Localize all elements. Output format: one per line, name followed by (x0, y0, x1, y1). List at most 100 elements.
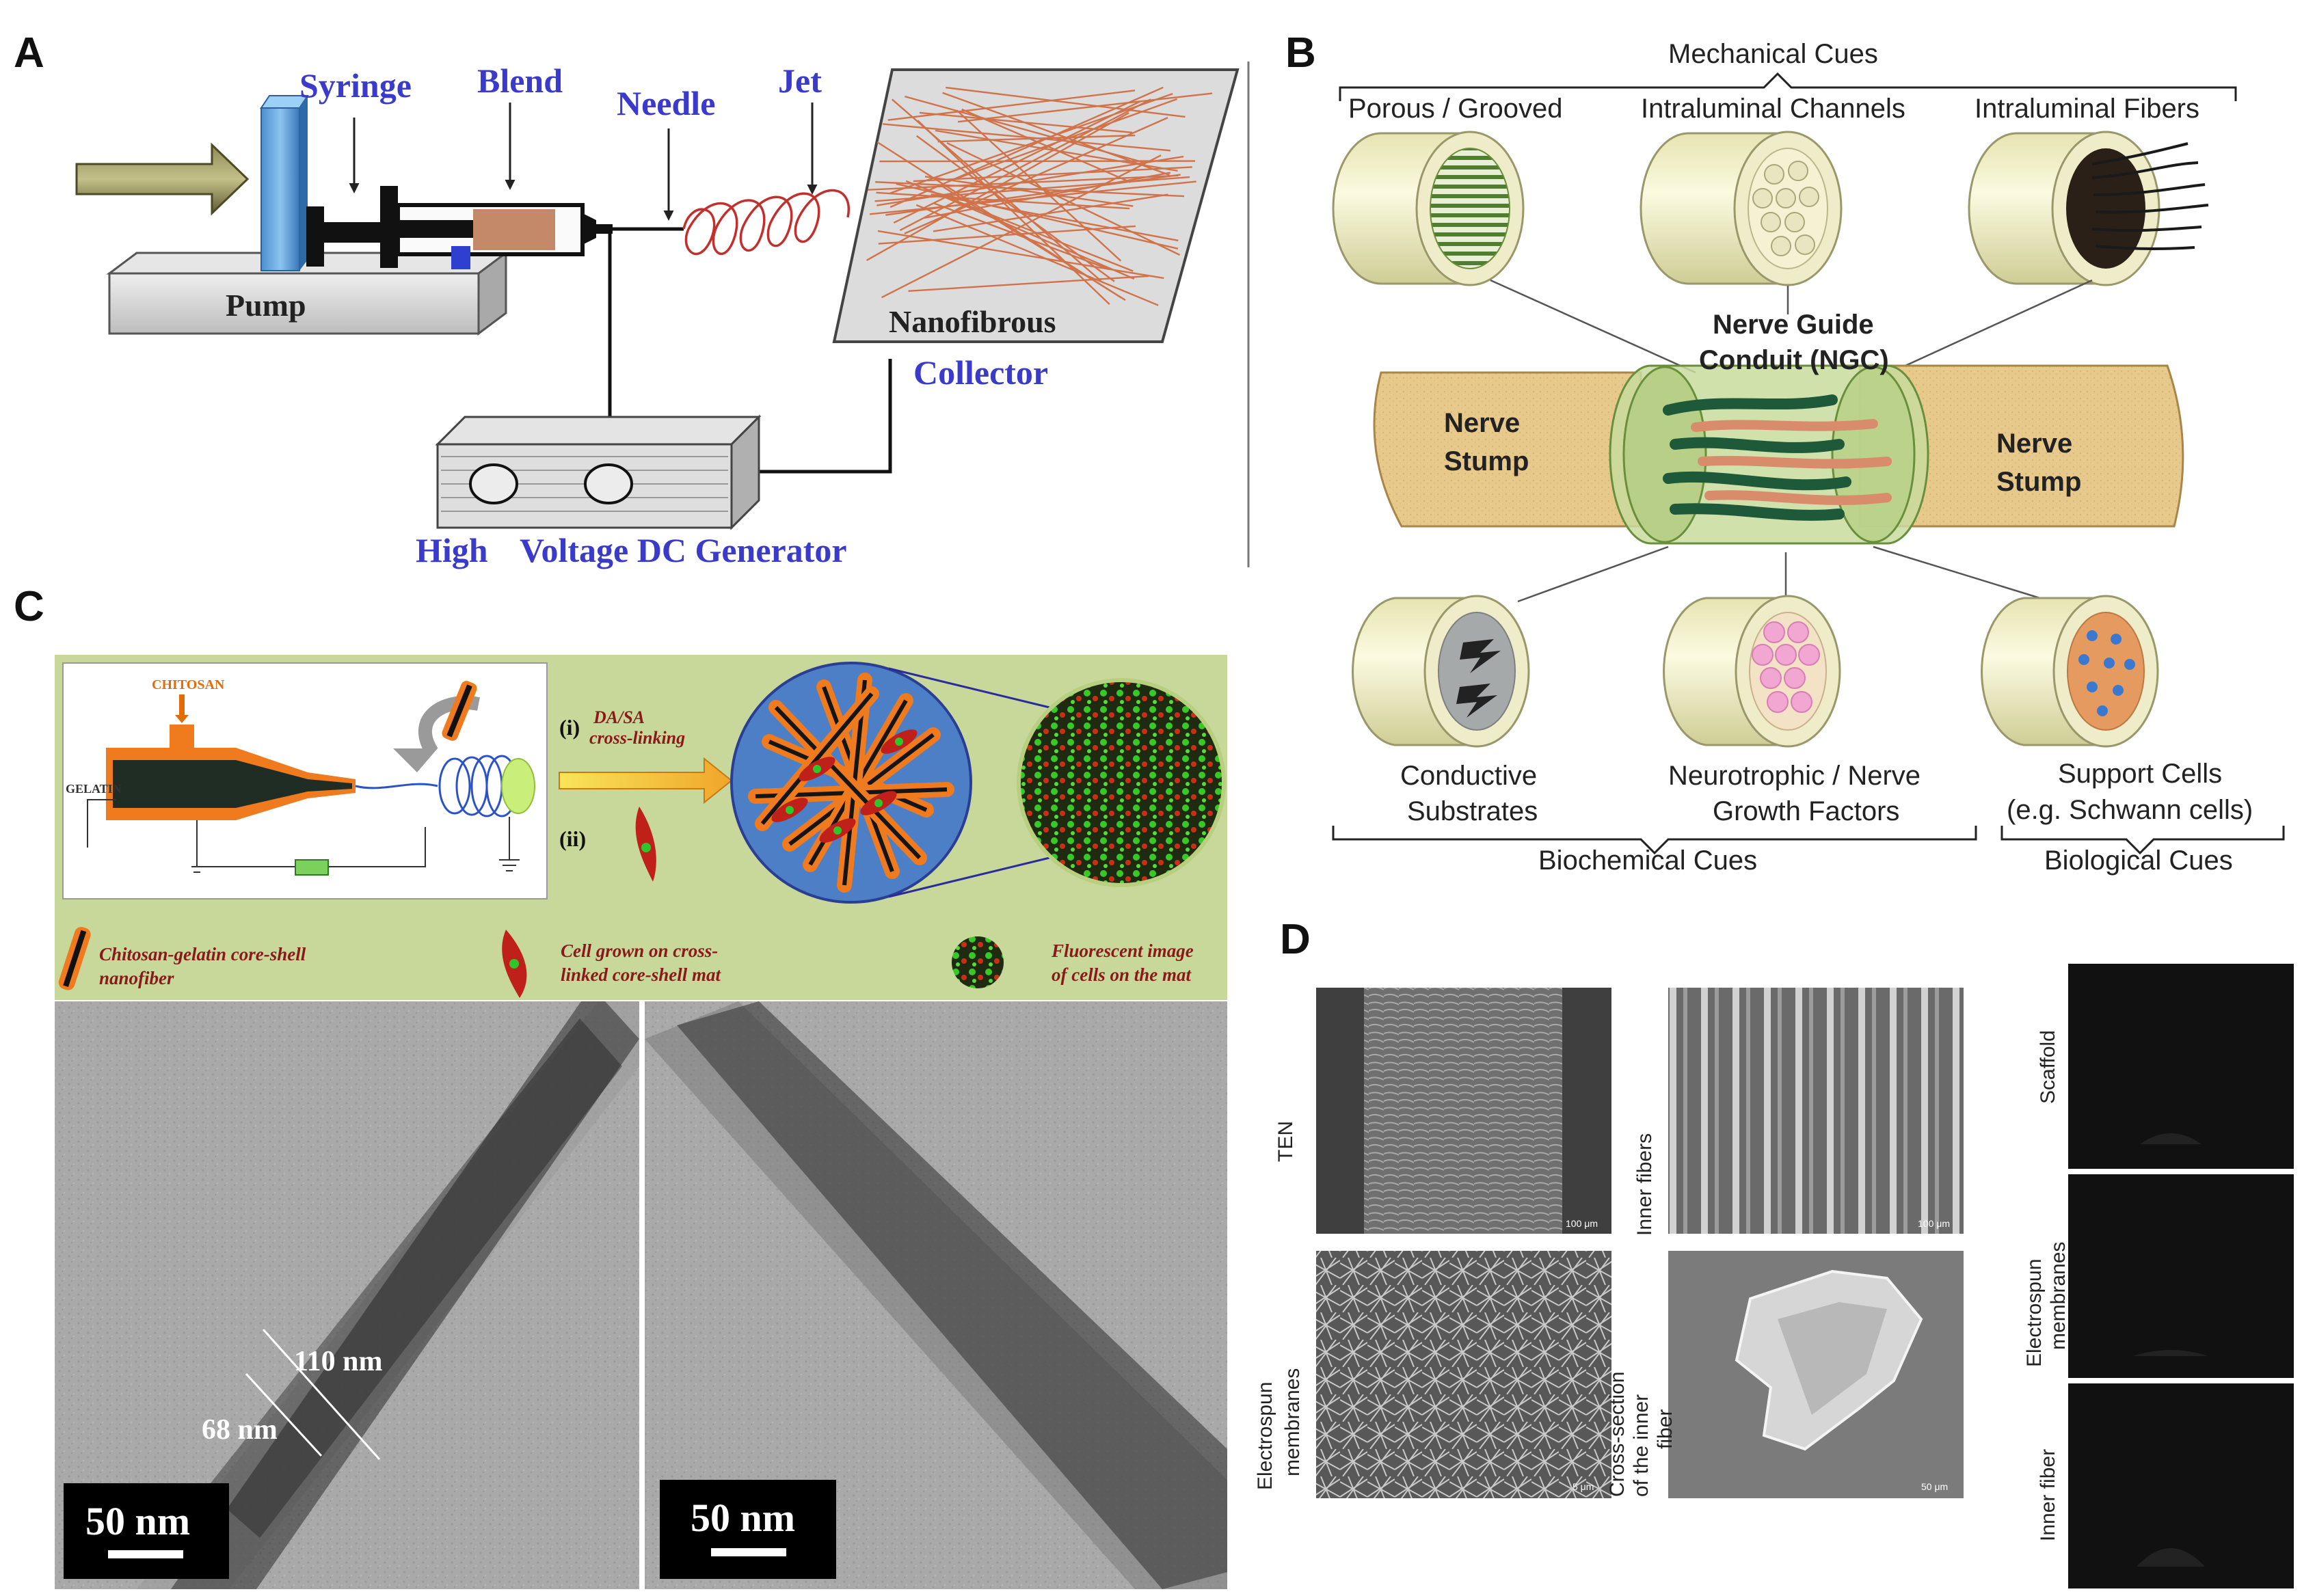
panel-letter-d: D (1280, 916, 1311, 963)
panel-b: B Mechanical Cues Porous / Grooved Intra… (1285, 29, 2285, 876)
collector-fiber (896, 182, 1179, 249)
conduit-support-cells (1981, 595, 2159, 748)
support-cells-line1: Support Cells (2058, 759, 2222, 789)
dc-generator (435, 414, 762, 530)
cell-nucleus-icon (641, 843, 651, 852)
scale-cross: 50 μm (1921, 1481, 1948, 1492)
panel-letter-c: C (14, 583, 44, 630)
contact-angle-inner-fiber: 56.4 (2068, 1383, 2294, 1588)
crosslinked-mat-circle (730, 662, 972, 904)
cross-line2: of the inner (1630, 1394, 1652, 1497)
measure-outer-label: 110 nm (294, 1346, 383, 1377)
scale-membranes: 5 μm (1572, 1481, 1594, 1492)
panel-a: A Pump (14, 29, 1240, 569)
intraluminal-channels-label: Intraluminal Channels (1641, 94, 1905, 124)
sem-electrospun: 5 μm (1316, 1251, 1611, 1498)
intraluminal-fibers-label: Intraluminal Fibers (1975, 94, 2199, 124)
scale-right-label: 50 nm (691, 1496, 795, 1540)
stump-right-line1: Nerve (1996, 429, 2072, 459)
coaxial-spinning-inset: CHITOSAN GELATIN (62, 662, 548, 900)
neurotrophic-line2: Growth Factors (1713, 796, 1899, 826)
collector-fiber (866, 112, 1129, 261)
conductive-line2: Substrates (1407, 796, 1538, 826)
collector-fiber (893, 100, 1140, 224)
panel-letter-a: A (14, 29, 44, 77)
angle-scaffold: 44.5 (2169, 1104, 2207, 1126)
syringe-assembly (306, 186, 613, 269)
biochemical-bracket (1332, 826, 1977, 855)
collector-fiber (946, 142, 1181, 256)
cross-line3: fiber (1654, 1409, 1676, 1449)
nerve-guide-conduit: Nerve Stump Nerve Stump Nerve Guide Cond… (1373, 310, 2184, 545)
needle-label: Needle (617, 84, 715, 122)
conductive-line1: Conductive (1400, 761, 1537, 791)
collector-plate: Nanofibrous (832, 68, 1240, 343)
stump-right-line2: Stump (1996, 467, 2081, 497)
plunger-block (260, 95, 309, 271)
conduit-conductive (1352, 595, 1530, 748)
wiring (608, 227, 892, 474)
sem-cross-section: 50 μm (1668, 1251, 1964, 1498)
collector-fiber (924, 172, 1171, 219)
stump-left-line2: Stump (1444, 446, 1529, 476)
collector-fiber (957, 92, 1213, 123)
collector-fiber (933, 193, 1168, 232)
ten-label: TEN (1274, 1121, 1297, 1162)
ngc-label-line2: Conduit (NGC) (1699, 345, 1889, 375)
angle-fiber: 56.4 (2167, 1509, 2206, 1530)
conduit-neurotrophic (1663, 595, 1841, 748)
contact-angle-scaffold: 44.5 (2068, 964, 2294, 1169)
ngc-label-line1: Nerve Guide (1713, 310, 1874, 340)
jet-label: Jet (778, 62, 822, 100)
panel-letter-b: B (1285, 29, 1316, 77)
high-label: High (416, 531, 488, 569)
collector-fiber (887, 90, 1136, 121)
panel-d: D 100 μm TEN 100 μm Inner fibers 5 μm El… (1254, 916, 2294, 1588)
chitosan-label: CHITOSAN (152, 677, 225, 692)
legend-fluor-line2: of cells on the mat (1052, 964, 1192, 985)
scale-ten: 100 μm (1566, 1218, 1598, 1229)
collector-fiber (931, 193, 1179, 242)
collector-fiber (899, 98, 1151, 232)
mat-cell-nucleus (813, 765, 821, 773)
mat-cell-nucleus (874, 799, 883, 807)
biological-cues-title: Biological Cues (2044, 846, 2233, 876)
mat-fiber-core (774, 705, 922, 860)
collector-fiber (892, 98, 1101, 282)
collector-fiber (889, 93, 1173, 195)
electrospun-line1: Electrospun (1254, 1382, 1276, 1490)
collector-fiber (877, 230, 1164, 280)
collector-fiber (917, 120, 1110, 306)
blend-label: Blend (477, 62, 563, 100)
legend-row: Chitosan-gelatin core-shell nanofiber Ce… (58, 927, 1194, 998)
mat-cell-nucleus (786, 806, 794, 814)
syringe-label: Syringe (299, 66, 412, 105)
crosslink-line2: cross-linking (589, 728, 685, 748)
cue-connectors (1490, 279, 2093, 603)
collector-fiber (956, 109, 1122, 262)
flow-arrow-icon (75, 142, 250, 216)
conduit-fibers (1968, 131, 2209, 286)
step-ii-label: (ii) (559, 826, 586, 851)
collector-fiber (905, 95, 1144, 163)
collector-fiber (915, 184, 1135, 280)
sem-inner-fibers: 100 μm (1668, 988, 1964, 1234)
inner-fiber-label: Inner fiber (2037, 1449, 2059, 1541)
biochemical-cues-title: Biochemical Cues (1538, 846, 1757, 876)
legend-fluor-line1: Fluorescent image (1051, 941, 1194, 961)
pump-block: Pump (106, 251, 509, 336)
tem-image-left: 110 nm 68 nm 50 nm (55, 1001, 639, 1589)
label-pointers (349, 103, 818, 221)
pump-label: Pump (226, 288, 306, 323)
nanofibrous-label: Nanofibrous (889, 304, 1056, 339)
porous-grooved-label: Porous / Grooved (1348, 94, 1563, 124)
collector-fiber (924, 176, 1134, 207)
mat-cell-nucleus (833, 826, 842, 835)
collector-fiber (935, 129, 1178, 172)
sem-ten: 100 μm (1316, 988, 1611, 1234)
collector-fiber (878, 225, 1136, 245)
legend-fiber-line1: Chitosan-gelatin core-shell (99, 944, 306, 964)
angle-membranes: 27.9 (2173, 1323, 2211, 1344)
conduit-porous (1332, 131, 1525, 286)
